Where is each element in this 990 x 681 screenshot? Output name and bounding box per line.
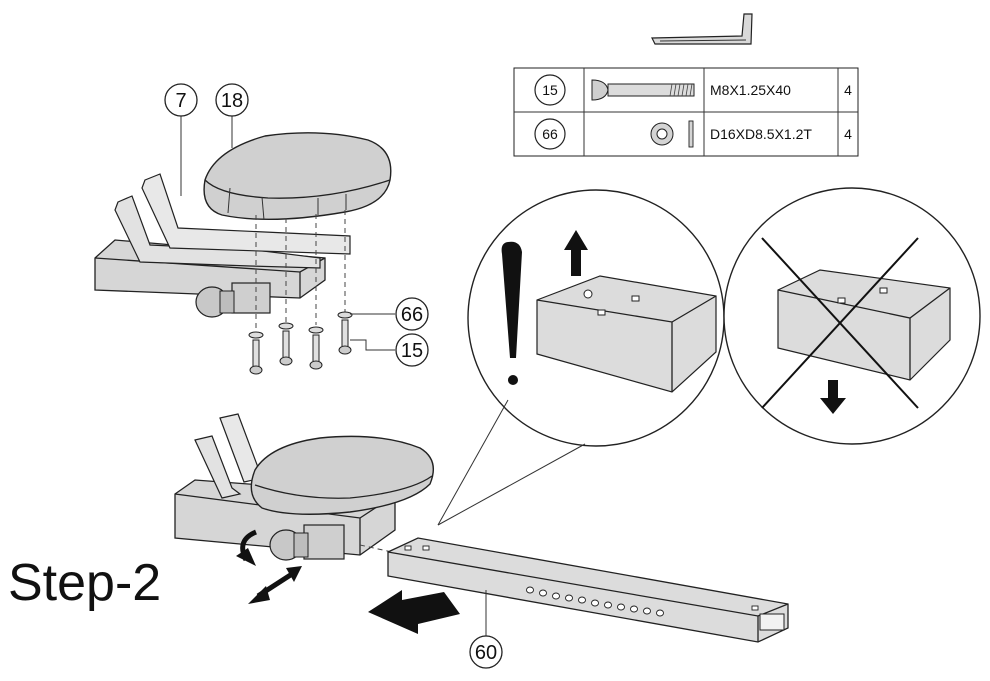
svg-text:60: 60 xyxy=(475,642,497,664)
bolt-set xyxy=(248,311,353,375)
table-row: 66 D16XD8.5X1.2T 4 xyxy=(534,118,852,150)
bolt-icon xyxy=(591,79,695,101)
part-number: 15 xyxy=(542,82,558,98)
arrow-down-icon xyxy=(820,380,846,414)
detail-correct-orientation xyxy=(467,189,725,447)
parts-table: 15 M8X1.25X40 4 66 D16XD8.5X1 xyxy=(513,67,859,157)
part-qty: 4 xyxy=(844,82,852,98)
callout-15: 15 xyxy=(395,333,429,367)
svg-text:7: 7 xyxy=(175,90,186,112)
table-row: 15 M8X1.25X40 4 xyxy=(534,74,852,106)
assembled-seat-view xyxy=(174,413,434,604)
insert-arrow-icon xyxy=(368,590,460,634)
callout-60: 60 xyxy=(469,635,503,669)
x-cross-icon xyxy=(761,237,919,409)
part-spec: M8X1.25X40 xyxy=(710,82,791,98)
part-qty: 4 xyxy=(844,126,852,142)
exclamation-icon xyxy=(501,241,522,385)
arrow-up-icon xyxy=(564,230,588,276)
svg-text:18: 18 xyxy=(221,90,243,112)
step-label: Step-2 xyxy=(8,554,161,612)
rotate-arrow-icon xyxy=(236,529,258,566)
callout-7: 7 xyxy=(164,83,198,117)
adjustment-knob xyxy=(269,524,345,561)
seat-cushion xyxy=(203,132,392,221)
svg-text:66: 66 xyxy=(401,304,423,326)
part-number: 66 xyxy=(542,126,558,142)
allen-key-icon xyxy=(651,13,753,45)
callout-66: 66 xyxy=(395,297,429,331)
part-spec: D16XD8.5X1.2T xyxy=(710,126,812,142)
pull-arrow-icon xyxy=(248,566,302,604)
detail-incorrect-orientation xyxy=(723,187,981,445)
exploded-seat-assembly xyxy=(94,116,395,375)
callout-18: 18 xyxy=(215,83,249,117)
washer-icon xyxy=(650,120,694,148)
svg-text:15: 15 xyxy=(401,340,423,362)
adjustment-knob xyxy=(195,282,271,318)
rail-part-60 xyxy=(387,537,789,643)
